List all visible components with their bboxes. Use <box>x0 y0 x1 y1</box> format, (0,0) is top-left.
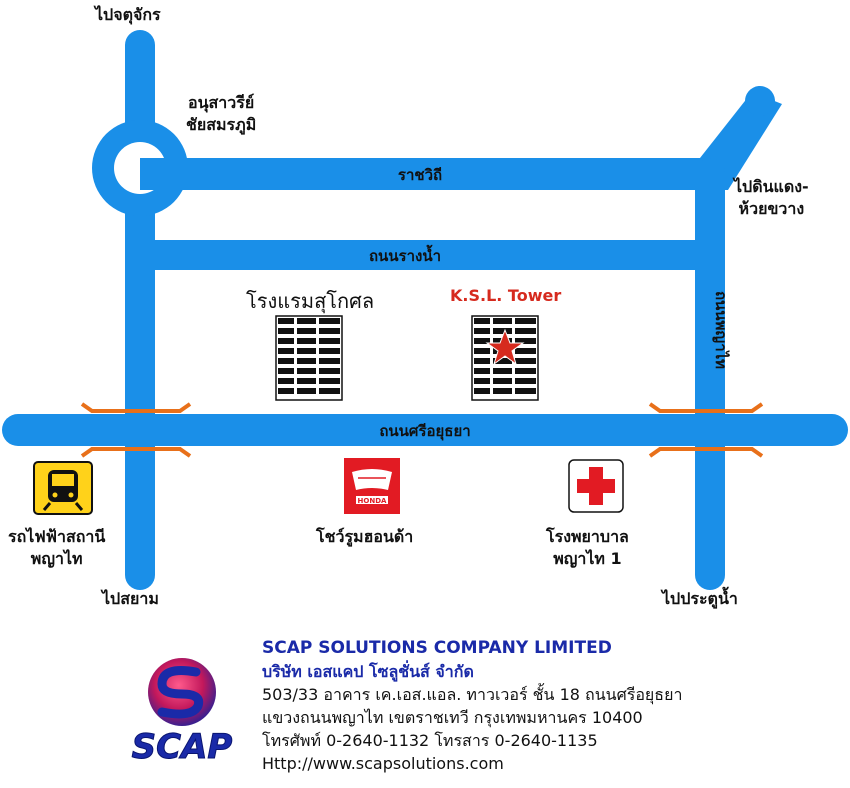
company-website-link[interactable]: Http://www.scapsolutions.com <box>262 754 504 773</box>
label-sukhothai-hotel: โรงแรมสุโกศล <box>246 289 375 313</box>
company-info: SCAP SOLUTIONS COMPANY LIMITED บริษัท เอ… <box>262 637 682 775</box>
honda-logo: HONDA <box>344 458 400 514</box>
label-to-dindaeng: ไปดินแดง- ห้วยขวาง <box>734 176 809 220</box>
company-name-en: SCAP SOLUTIONS COMPANY LIMITED <box>262 638 612 658</box>
bridge-right <box>648 402 764 458</box>
svg-text:HONDA: HONDA <box>358 497 387 505</box>
phahonyothin-road <box>125 30 155 590</box>
label-victory-monument: อนุสาวรีย์ ชัยสมรภูมิ <box>186 92 256 136</box>
star-icon <box>485 328 525 366</box>
label-to-chatuchak: ไปจตุจักร <box>95 5 161 24</box>
label-ksl-tower: K.S.L. Tower <box>450 286 562 305</box>
label-to-siam: ไปสยาม <box>102 589 159 608</box>
si-ayutthaya-road <box>2 414 848 446</box>
rangnam-road <box>140 240 710 270</box>
label-to-dindaeng-line2: ห้วยขวาง <box>738 199 805 218</box>
dindaeng-road-end <box>745 86 775 116</box>
hotel-building-icon <box>275 315 343 401</box>
road-label-rangnam: ถนนรางน้ำ <box>369 244 441 265</box>
label-bts-line2: พญาไท <box>30 549 83 568</box>
route-map: ราชวิถี ถนนรางน้ำ ถนนศรีอยุธยา ถนนพญาไท <box>2 30 848 590</box>
company-address-line2: แขวงถนนพญาไท เขตราชเทวี กรุงเทพมหานคร 10… <box>262 708 643 727</box>
company-name-th: บริษัท เอสแคป โซลูชั่นส์ จำกัด <box>262 662 474 681</box>
label-bts-phayathai: รถไฟฟ้าสถานี พญาไท <box>8 526 105 570</box>
road-label-ratchawithi: ราชวิถี <box>398 166 442 184</box>
road-label-phrayathai: ถนนพญาไท <box>712 291 731 369</box>
label-victory-monument-line2: ชัยสมรภูมิ <box>186 115 257 134</box>
train-icon <box>33 461 93 515</box>
road-label-si-ayutthaya: ถนนศรีอยุธยา <box>379 422 470 441</box>
scap-logo: SCAP <box>131 658 233 766</box>
label-phayathai-hospital: โรงพยาบาล พญาไท 1 <box>546 526 629 570</box>
label-bts-line1: รถไฟฟ้าสถานี <box>8 527 106 546</box>
label-hospital-line1: โรงพยาบาล <box>546 527 629 546</box>
phrayathai-road <box>695 158 725 590</box>
label-to-pratunam: ไปประตูน้ำ <box>662 589 738 608</box>
ratchawithi-road <box>140 158 720 190</box>
label-hospital-line2: พญาไท 1 <box>553 549 622 568</box>
label-victory-monument-line1: อนุสาวรีย์ <box>187 93 255 112</box>
label-to-dindaeng-line1: ไปดินแดง- <box>734 177 809 196</box>
red-cross-icon <box>568 459 624 513</box>
bridge-left <box>80 402 192 458</box>
ksl-tower-building-icon <box>471 315 539 401</box>
company-phone: โทรศัพท์ 0-2640-1132 โทรสาร 0-2640-1135 <box>262 731 598 750</box>
company-address-line1: 503/33 อาคาร เค.เอส.แอล. ทาวเวอร์ ชั้น 1… <box>262 685 683 704</box>
label-honda-showroom: โชว์รูมฮอนด้า <box>316 527 414 546</box>
scap-logo-text: SCAP <box>132 727 233 766</box>
